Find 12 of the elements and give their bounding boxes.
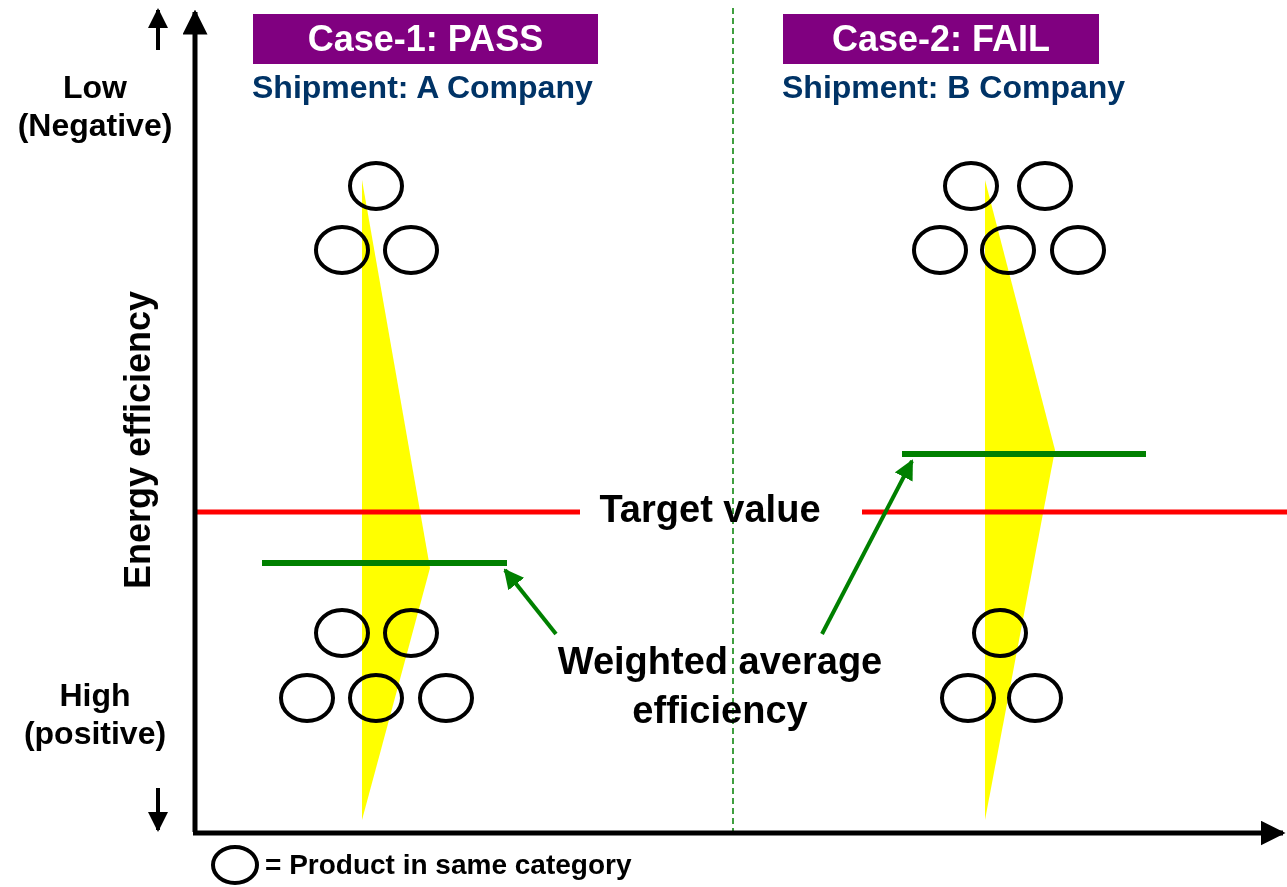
target-label: Target value bbox=[598, 487, 822, 532]
legend-text: = Product in same category bbox=[265, 848, 632, 882]
axis-title: Energy efficiency bbox=[116, 290, 160, 590]
callout-text: Weighted average efficiency bbox=[520, 637, 920, 737]
axis-end-label: High (positive) bbox=[22, 676, 168, 753]
axis-end-label: Low (Negative) bbox=[16, 68, 174, 145]
case-banner: Case-2: FAIL bbox=[783, 14, 1099, 64]
leader-arrow bbox=[503, 568, 558, 636]
case-banner: Case-1: PASS bbox=[253, 14, 598, 64]
shipment-label: Shipment: A Company bbox=[252, 68, 593, 107]
leader-arrow bbox=[820, 459, 914, 635]
shipment-label: Shipment: B Company bbox=[782, 68, 1126, 107]
